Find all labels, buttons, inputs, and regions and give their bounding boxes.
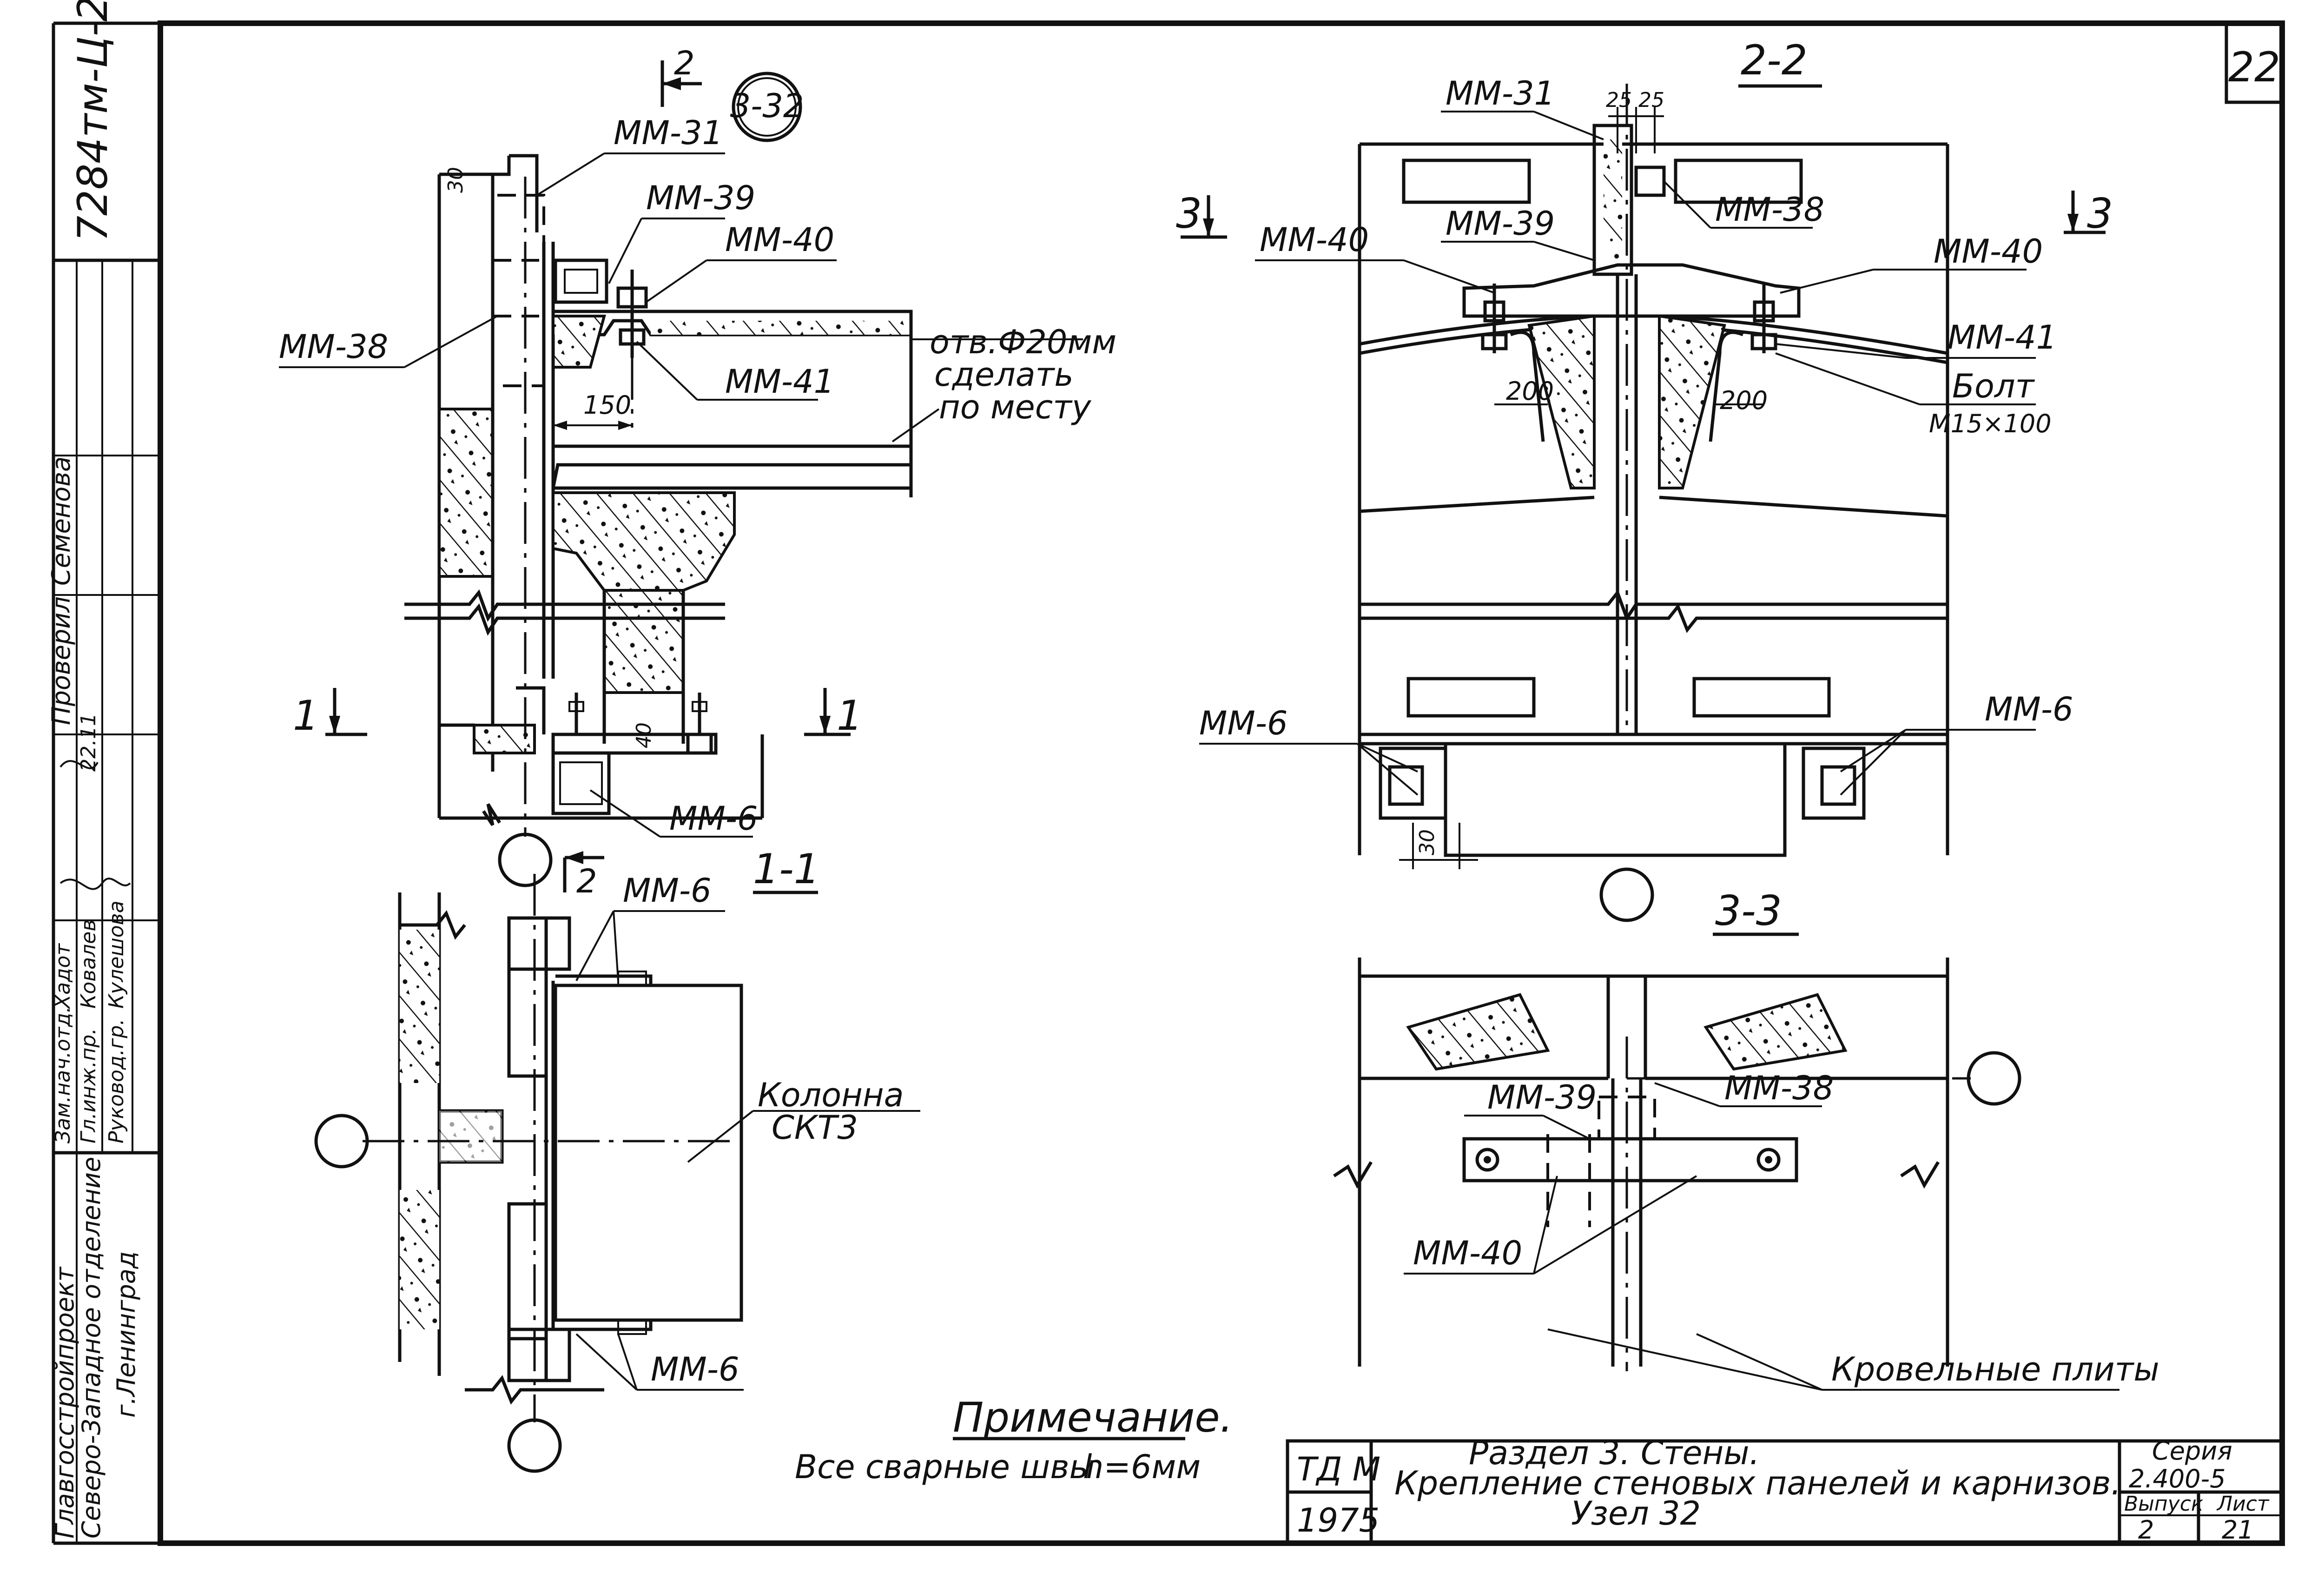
stamp-column: 7284тм-Ц-23 Проверил Семенова 22.11 Зам.… [46,0,160,1543]
stamp-branch: Северо-Западное отделение [77,1157,106,1539]
hole-note-1: отв.Ф20мм [930,323,1116,361]
signature-1 [59,878,131,890]
label-mm6-c-left: ММ-6 [1199,704,1288,742]
label-mm6-b-bottom: ММ-6 [651,1350,739,1388]
label-mm40-d: ММ-40 [1413,1234,1522,1272]
stamp-role-1: Зам.нач.отд. [51,1006,75,1143]
bolt-label-2: М15×100 [1929,409,2052,438]
tb-year: 1975 [1297,1501,1380,1539]
dim-30-top: 30 [444,167,468,193]
tb-issue-label: Выпуск [2124,1492,2204,1516]
tb-issue-value: 2 [2138,1515,2154,1545]
hole-note-2: сделать [934,356,1074,394]
stamp-org: Главгосстройпроект [50,1266,79,1539]
tb-series-label: Серия [2152,1436,2232,1466]
mark-3-left: 3 [1176,190,1202,238]
label-mm6-c-right: ММ-6 [1985,690,2073,728]
drawing-b-section-1-1: 1-1 2 [314,845,920,1473]
label-mm39-d: ММ-39 [1487,1078,1597,1116]
label-mm6-a: ММ-6 [669,799,758,838]
tb-subject: Крепление стеновых панелей и карнизов. [1394,1464,2121,1502]
dim-40: 40 [632,722,656,748]
mark-3-right: 3 [2087,190,2113,238]
title-block: ТД М 1975 Раздел 3. Стены. Крепление сте… [1286,1434,2284,1545]
hole-note-3: по месту [939,388,1092,426]
label-mm40-c-left: ММ-40 [1260,221,1369,259]
label-mm39-c: ММ-39 [1446,205,1555,243]
tb-section: Раздел 3. Стены. [1469,1434,1760,1472]
column-label-2: СКТ3 [772,1109,858,1147]
tb-node: Узел 32 [1571,1494,1701,1533]
mark-1-left: 1 [293,692,319,740]
stamp-name-checked: Семенова [46,456,76,586]
note-weld: h=6мм [1083,1448,1201,1486]
stamp-role-3: Руковод.гр. [105,1019,128,1143]
label-mm41-c: ММ-41 [1948,318,2057,357]
label-mm31-c: ММ-31 [1446,74,1555,112]
ref-bubble-label: 3-32 [730,87,804,125]
dim-200-right: 200 [1720,386,1768,415]
label-mm38-c: ММ-38 [1715,191,1824,229]
section-1-1-title: 1-1 [753,845,820,893]
tb-sheet-label: Лист [2216,1492,2270,1516]
label-mm38-a: ММ-38 [279,328,388,366]
label-mm31-a: ММ-31 [614,114,723,152]
stamp-name-3: Кулешова [105,900,128,1009]
sheet-number: 22 [2228,43,2280,91]
label-mm41-a: ММ-41 [725,363,834,401]
dim-30-c: 30 [1415,829,1439,855]
sheet-number-box: 22 [2225,21,2284,104]
label-mm40-c-right: ММ-40 [1934,232,2043,271]
doc-code: 7284тм-Ц-23 [69,0,117,242]
note-text: Все сварные швы [795,1448,1095,1486]
note-block: Примечание. Все сварные швы h=6мм [795,1394,1233,1486]
signature-2 [59,760,99,769]
roof-slabs-label: Кровельные плиты [1831,1350,2159,1388]
tb-series-value: 2.400-5 [2129,1464,2225,1493]
stamp-city: г.Ленинград [112,1251,141,1418]
bolt-label-1: Болт [1952,367,2035,405]
tb-sheet-value: 21 [2222,1515,2254,1545]
label-mm38-d: ММ-38 [1724,1069,1834,1107]
stamp-date: 22.11 [77,713,100,772]
column-label-1: Колонна [758,1076,904,1114]
ref-number: 2 [674,44,695,82]
sheet-frame [52,20,2285,1546]
section-2-2-title: 2-2 [1741,36,1808,84]
drawing-c-section-2-2: 2-2 200 [1176,36,2113,922]
note-title: Примечание. [953,1394,1233,1441]
stamp-name-1: Хадот [51,943,75,1010]
dim-200-left: 200 [1506,377,1554,406]
stamp-role-2: Гл.инж.пр. [77,1028,100,1143]
drawing-a-section: 2 3-32 30 [279,44,1116,887]
stamp-role-checked: Проверил [46,596,76,725]
label-mm40-a: ММ-40 [725,221,834,259]
tb-org: ТД М [1297,1450,1380,1488]
label-mm6-b-top: ММ-6 [623,872,712,910]
drawing-d-section-3-3: 3-3 ММ-39 ММ-38 [1333,887,2159,1391]
stamp-name-2: Ковалев [77,919,100,1009]
dim-150: 150 [583,390,631,420]
dim-25-b: 25 [1638,88,1664,112]
mark-2: 2 [576,862,597,900]
dim-25-a: 25 [1606,88,1632,112]
label-mm39-a: ММ-39 [646,179,755,217]
section-3-3-title: 3-3 [1715,887,1782,935]
mark-1-right: 1 [837,692,863,740]
